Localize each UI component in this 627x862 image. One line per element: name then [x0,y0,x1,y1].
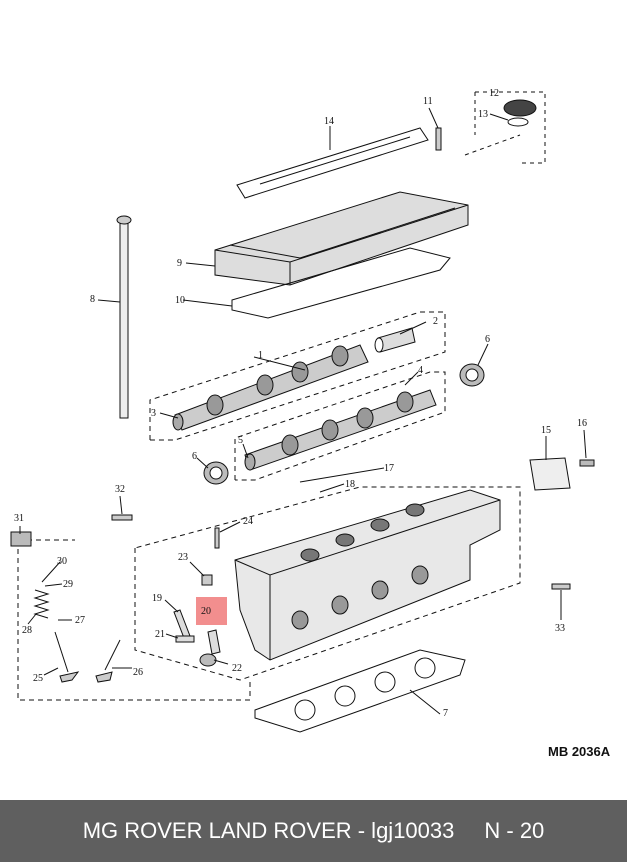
callout-33: 33 [555,623,565,634]
callout-22: 22 [232,663,242,674]
long-bolt [116,215,132,419]
rocker-cover [214,191,469,286]
callout-15: 15 [541,425,551,436]
callout-1: 1 [258,350,263,361]
callout-21: 21 [155,629,165,640]
exhaust-camshaft [244,389,437,471]
callout-highlight [196,597,227,625]
callout-19: 19 [152,593,162,604]
callout-20: 20 [201,606,211,617]
callout-8: 8 [90,294,95,305]
callout-3: 3 [151,408,156,419]
callout-6a: 6 [485,334,490,345]
seat-21 [175,635,195,643]
callout-labels: 1 2 3 4 5 6 6 7 8 9 10 11 12 13 14 15 16… [14,88,587,719]
callout-23: 23 [178,552,188,563]
head-assembly-box [134,486,521,681]
dowel-pin-32 [111,514,133,521]
callout-18: 18 [345,479,355,490]
callout-5: 5 [238,435,243,446]
sensor-bracket [529,457,571,491]
valve-guide-19 [173,609,191,639]
stud-24 [214,527,220,549]
dowel-pin-33 [551,583,571,590]
inlet-camshaft [172,344,369,431]
callout-10: 10 [175,295,185,306]
filler-cap-box [464,91,546,164]
footer-page: N - 20 [484,818,545,843]
head-gasket [254,649,466,733]
footer-brand: MG ROVER LAND ROVER - lgj10033 [82,818,455,843]
cover-baffle-strip [236,127,429,199]
cover-gasket [231,247,451,319]
callout-7: 7 [443,708,448,719]
callout-25: 25 [33,673,43,684]
footer-bar: MG ROVER LAND ROVER - lgj10033 N - 20 [0,800,627,862]
exploded-view-diagram: 1 2 3 4 5 6 6 7 8 9 10 11 12 13 14 15 16… [10,88,595,733]
valve-guide-23 [201,574,213,586]
callout-30: 30 [57,556,67,567]
leader-lines [19,107,587,715]
cylinder-head [234,489,501,661]
seal-22 [199,653,217,667]
callout-16: 16 [577,418,587,429]
valve-lifter [10,531,32,547]
callout-31: 31 [14,513,24,524]
valve-guide-20 [207,629,221,655]
inlet-valve [95,639,121,683]
callout-17: 17 [384,463,394,474]
callout-9: 9 [177,258,182,269]
callout-4: 4 [418,365,423,376]
exhaust-valve [54,631,80,683]
callout-28: 28 [22,625,32,636]
callout-24: 24 [243,516,253,527]
parts-diagram-canvas: 1 2 3 4 5 6 6 7 8 9 10 11 12 13 14 15 16… [10,88,611,759]
callout-32: 32 [115,484,125,495]
valve-spring [33,589,50,619]
callout-6b: 6 [192,451,197,462]
oil-seal-upper [459,363,485,387]
callout-26: 26 [133,667,143,678]
camshaft-group-box [149,311,446,441]
bracket-bolt [579,459,595,467]
oil-seal-lower [203,461,229,485]
camshaft-exhaust-group-box [234,371,446,481]
callout-11: 11 [423,96,433,107]
callout-13: 13 [478,109,488,120]
callout-2: 2 [433,316,438,327]
filler-cap [503,99,537,127]
callout-14: 14 [324,116,334,127]
callout-29: 29 [63,579,73,590]
callout-12: 12 [489,88,499,99]
drawing-code: MB 2036A [548,744,611,759]
cover-bolt [435,127,442,151]
cam-sleeve [374,327,416,353]
callout-27: 27 [75,615,85,626]
